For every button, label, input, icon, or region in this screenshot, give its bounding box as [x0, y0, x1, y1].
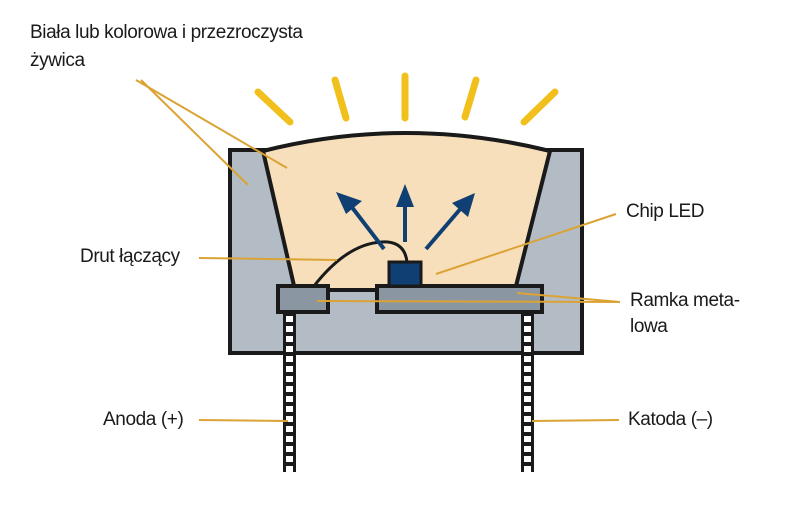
- metal-frame-right: [375, 284, 544, 314]
- lead-dot: [524, 426, 531, 432]
- leader-cathode: [531, 419, 620, 422]
- ray-4: [461, 76, 480, 121]
- lead-dot: [286, 446, 293, 452]
- arrow-left: [336, 192, 386, 251]
- lead-dot: [286, 406, 293, 412]
- ray-1: [254, 88, 294, 126]
- lead-dot: [286, 396, 293, 402]
- arrow-up: [396, 184, 414, 242]
- lead-dot: [286, 326, 293, 332]
- lead-dot: [286, 426, 293, 432]
- lead-dot: [524, 406, 531, 412]
- lead-dot: [524, 396, 531, 402]
- cathode-lead: [521, 312, 534, 472]
- leader-frame-a: [316, 300, 621, 303]
- lead-dot: [524, 336, 531, 342]
- lead-dot: [524, 326, 531, 332]
- lead-dot: [524, 466, 531, 472]
- lead-dot: [286, 416, 293, 422]
- label-resin: Biała lub kolorowa i przezroczysta żywic…: [30, 20, 303, 74]
- label-chip: Chip LED: [626, 201, 705, 222]
- leader-wire: [198, 257, 338, 261]
- lead-dot: [524, 386, 531, 392]
- metal-frame-left: [276, 284, 330, 314]
- label-frame: Ramka meta- lowa: [630, 288, 740, 340]
- lead-dot: [524, 436, 531, 442]
- lead-dot: [524, 366, 531, 372]
- lead-dot: [286, 466, 293, 472]
- label-anode: Anoda (+): [103, 409, 184, 430]
- label-frame-line1: Ramka meta-: [630, 290, 740, 311]
- ray-2: [331, 76, 350, 122]
- lead-dot: [286, 456, 293, 462]
- label-resin-line2: żywica: [30, 50, 85, 71]
- lead-dot: [524, 346, 531, 352]
- lead-dot: [286, 366, 293, 372]
- lead-dot: [524, 316, 531, 322]
- anode-lead: [283, 312, 296, 472]
- lead-dot: [524, 446, 531, 452]
- light-rays: [254, 72, 559, 126]
- label-cathode: Katoda (–): [628, 409, 713, 430]
- lead-dot: [524, 376, 531, 382]
- bond-wire: [312, 240, 409, 287]
- lead-dot: [286, 436, 293, 442]
- arrow-right: [424, 193, 475, 251]
- label-frame-line2: lowa: [630, 316, 668, 337]
- lead-dot: [524, 416, 531, 422]
- lead-dot: [524, 356, 531, 362]
- leader-lines: [135, 79, 621, 422]
- leader-resin-b: [140, 79, 249, 186]
- leader-resin-a: [135, 79, 288, 169]
- lead-dot: [286, 316, 293, 322]
- led-chip: [387, 260, 423, 288]
- lead-dot: [524, 456, 531, 462]
- lead-dot: [286, 386, 293, 392]
- leader-anode: [198, 419, 289, 422]
- leader-chip: [435, 213, 617, 275]
- label-resin-line1: Biała lub kolorowa i przezroczysta: [30, 22, 303, 43]
- lead-dot: [286, 346, 293, 352]
- ray-5: [520, 88, 559, 126]
- lead-dot: [286, 356, 293, 362]
- lead-dot: [286, 376, 293, 382]
- lead-dot: [286, 336, 293, 342]
- leader-frame-b: [516, 292, 621, 303]
- label-wire: Drut łączący: [80, 246, 180, 267]
- emission-arrows: [336, 184, 475, 251]
